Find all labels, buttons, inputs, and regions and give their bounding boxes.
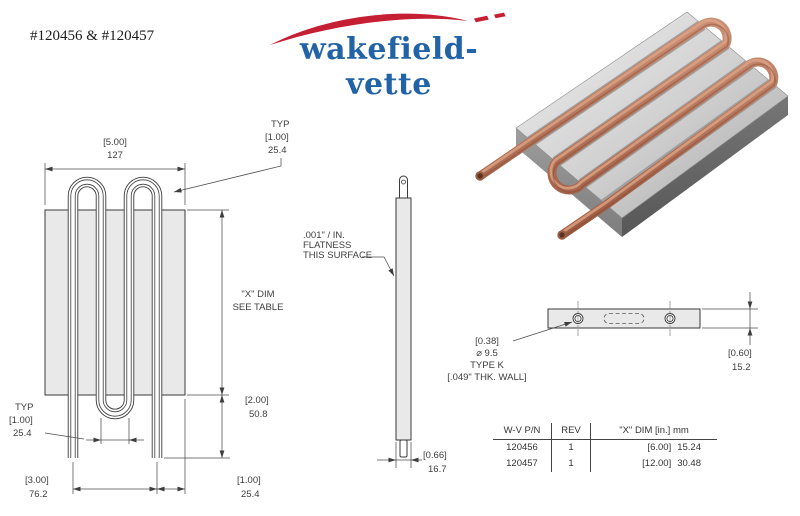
- logo-swoosh-icon: [270, 12, 506, 45]
- flatness-note-line3: THIS SURFACE: [303, 250, 373, 261]
- dim-plate-height-mm: 15.2: [732, 362, 751, 373]
- front-view-plate: [44, 209, 186, 396]
- cell-xdim: [12.00] 30.48: [591, 456, 717, 472]
- flatness-note-line2: FLATNESS: [303, 240, 352, 251]
- x-dim-label-line2: SEE TABLE: [232, 302, 284, 313]
- flatness-note-line1: .001" / IN.: [303, 230, 345, 241]
- cell-xdim: [6.00] 15.24: [591, 440, 717, 456]
- part-table: W-V P/N REV "X" DIM [in.] mm 120456 1 [6…: [493, 423, 717, 472]
- dim-plate-width-mm: 127: [107, 150, 123, 161]
- top-view-plate: [547, 308, 701, 329]
- dim-typ-left-label: TYP: [15, 402, 34, 413]
- side-view-bottom-tube-stub: [399, 439, 408, 458]
- dim-tube-ext-mm: 50.8: [249, 409, 268, 420]
- side-view-dimensions: [362, 256, 422, 468]
- side-view-plate: [395, 197, 412, 441]
- top-view: [512, 292, 758, 345]
- table-row: 120456 1 [6.00] 15.24: [493, 440, 717, 456]
- tube-note-line4: [.049" THK. WALL]: [447, 372, 527, 383]
- top-view-hidden-bend: [603, 313, 645, 324]
- tube-note-line1: [0.38]: [475, 336, 499, 347]
- table-header-row: W-V P/N REV "X" DIM [in.] mm: [493, 423, 717, 440]
- part-numbers-label: #120456 & #120457: [30, 28, 155, 44]
- dim-typ-top-label: TYP: [271, 119, 290, 130]
- cold-plate-3d-render: [475, 11, 789, 240]
- front-view-dimensions: [44, 158, 282, 494]
- tube-note-line2: ⌀ 9.5: [476, 348, 498, 359]
- x-dim-label-line1: "X" DIM: [241, 289, 275, 300]
- tube-end-openings: [475, 171, 567, 240]
- side-view: [362, 175, 422, 468]
- plate-top-face: [515, 11, 789, 219]
- tube-note-line3: TYPE K: [470, 360, 504, 371]
- cell-rev: 1: [552, 456, 591, 472]
- brand-logo-text: wakefield-vette: [299, 32, 479, 102]
- cell-xdim-in: [6.00]: [647, 442, 672, 453]
- front-view: [44, 158, 282, 494]
- cell-rev: 1: [552, 440, 591, 456]
- dim-typ-top-mm: 25.4: [268, 145, 287, 156]
- dim-typ-left-in: [1.00]: [9, 415, 33, 426]
- dim-edge-offset-in: [1.00]: [237, 475, 261, 486]
- cell-xdim-in: [12.00]: [642, 458, 672, 469]
- dim-plate-width-in: [5.00]: [103, 137, 127, 148]
- dim-end-span-in: [3.00]: [25, 475, 49, 486]
- cell-pn: 120457: [493, 456, 552, 472]
- dim-thickness-mm: 16.7: [428, 464, 447, 475]
- cell-xdim-mm: 15.24: [677, 442, 701, 453]
- cell-pn: 120456: [493, 440, 552, 456]
- col-header-rev: REV: [552, 423, 591, 439]
- top-view-dimensions: [512, 292, 758, 345]
- dim-typ-left-mm: 25.4: [13, 428, 32, 439]
- dim-tube-ext-in: [2.00]: [245, 395, 269, 406]
- table-row: 120457 1 [12.00] 30.48: [493, 456, 717, 472]
- dim-typ-top-in: [1.00]: [265, 132, 289, 143]
- dim-edge-offset-mm: 25.4: [241, 489, 260, 500]
- top-view-centerlines: [577, 301, 671, 336]
- front-view-serpentine-tube: [67, 176, 163, 458]
- dim-end-span-mm: 76.2: [29, 489, 48, 500]
- col-header-xdim: "X" DIM [in.] mm: [619, 425, 689, 436]
- col-header-pn: W-V P/N: [493, 423, 552, 439]
- plate-right-face: [622, 96, 788, 237]
- dim-plate-height-in: [0.60]: [728, 348, 752, 359]
- cell-xdim-mm: 30.48: [677, 458, 701, 469]
- dim-thickness-in: [0.66]: [423, 450, 447, 461]
